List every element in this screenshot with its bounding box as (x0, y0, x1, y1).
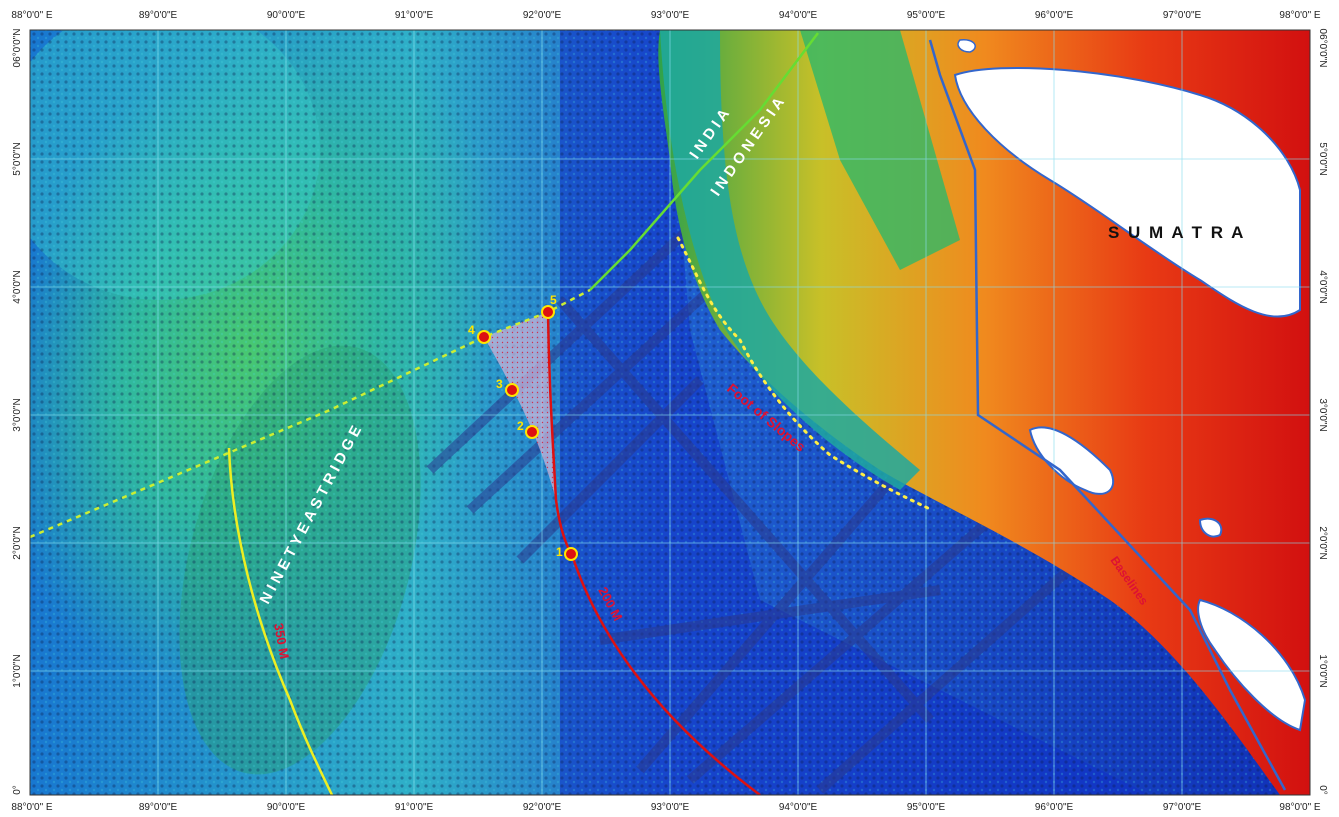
lat-left-2: 4°0'0"N (12, 270, 23, 303)
lat-left-3: 3°0'0"N (12, 398, 23, 431)
baseline-line (928, 39, 1287, 791)
lon-top-0: 88°0'0" E (11, 10, 52, 21)
lon-top-7: 95°0'0"E (907, 10, 946, 21)
lat-right-5: 1°0'0"N (1317, 654, 1328, 687)
lon-bottom-0: 88°0'0" E (11, 802, 52, 813)
lon-bottom-4: 92°0'0"E (523, 802, 562, 813)
point-label-1: 1 (556, 545, 563, 559)
limit-200m-line (546, 311, 761, 795)
lon-top-3: 91°0'0"E (395, 10, 434, 21)
point-label-3: 3 (496, 377, 503, 391)
boundary-extension-dotted (30, 288, 591, 539)
point-3 (505, 383, 519, 397)
foot-of-slope-line (676, 236, 934, 512)
sumatra-landmass (953, 66, 1301, 318)
lon-top-9: 97°0'0"E (1163, 10, 1202, 21)
lon-top-5: 93°0'0"E (651, 10, 690, 21)
point-4 (477, 330, 491, 344)
limit-350m-line (227, 447, 334, 795)
india-indonesia-boundary (589, 32, 819, 291)
map-frame (29, 29, 1311, 796)
lon-bottom-5: 93°0'0"E (651, 802, 690, 813)
point-1 (564, 547, 578, 561)
label-sumatra: S U M A T R A (1108, 223, 1245, 242)
lon-labels-bottom: 88°0'0" E 89°0'0"E 90°0'0"E 91°0'0"E 92°… (11, 802, 1320, 813)
lat-left-1: 5°0'0"N (12, 142, 23, 175)
lon-top-10: 98°0'0" E (1279, 10, 1320, 21)
point-label-2: 2 (517, 419, 524, 433)
lon-bottom-6: 94°0'0"E (779, 802, 818, 813)
lat-left-6: 0° (12, 785, 23, 795)
lat-left-5: 1°0'0"N (12, 654, 23, 687)
graticule (30, 30, 1310, 795)
lat-right-2: 4°0'0"N (1317, 270, 1328, 303)
lat-right-6: 0° (1317, 785, 1328, 795)
lat-left-0: 06°0'0"N (12, 29, 23, 68)
point-label-4: 4 (468, 323, 475, 337)
point-2 (525, 425, 539, 439)
lon-top-6: 94°0'0"E (779, 10, 818, 21)
lat-left-4: 2°0'0"N (12, 526, 23, 559)
label-350m: 350 M (271, 622, 292, 660)
lon-bottom-1: 89°0'0"E (139, 802, 178, 813)
claim-points (477, 305, 578, 561)
lon-labels-top: 88°0'0" E 89°0'0"E 90°0'0"E 91°0'0"E 92°… (11, 10, 1320, 21)
lat-labels-left: 06°0'0"N 5°0'0"N 4°0'0"N 3°0'0"N 2°0'0"N… (12, 29, 23, 795)
point-label-5: 5 (550, 293, 557, 307)
point-5 (541, 305, 555, 319)
lon-top-4: 92°0'0"E (523, 10, 562, 21)
lon-bottom-3: 91°0'0"E (395, 802, 434, 813)
lon-top-1: 89°0'0"E (139, 10, 178, 21)
lat-right-4: 2°0'0"N (1317, 526, 1328, 559)
lon-bottom-8: 96°0'0"E (1035, 802, 1074, 813)
lat-right-1: 5°0'0"N (1317, 142, 1328, 175)
lon-bottom-10: 98°0'0" E (1279, 802, 1320, 813)
lon-top-2: 90°0'0"E (267, 10, 306, 21)
lat-right-3: 3°0'0"N (1317, 398, 1328, 431)
lon-bottom-9: 97°0'0"E (1163, 802, 1202, 813)
lon-bottom-2: 90°0'0"E (267, 802, 306, 813)
lon-bottom-7: 95°0'0"E (907, 802, 946, 813)
lat-labels-right: 06°0'0"N 5°0'0"N 4°0'0"N 3°0'0"N 2°0'0"N… (1317, 29, 1328, 795)
lon-top-8: 96°0'0"E (1035, 10, 1074, 21)
lat-right-0: 06°0'0"N (1317, 29, 1328, 68)
